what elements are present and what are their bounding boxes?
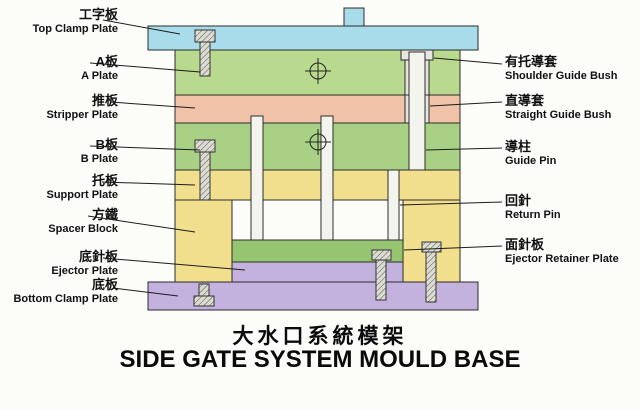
screw-hole-symbol-a-plate [305, 58, 331, 84]
label-support-plate-cn: 托板 [91, 173, 118, 188]
label-a-plate-en: A Plate [81, 69, 118, 82]
label-top-clamp-plate-en: Top Clamp Plate [32, 22, 118, 35]
label-support-plate: 托板 Support Plate [0, 173, 118, 202]
label-stripper-plate-en: Stripper Plate [46, 108, 118, 121]
leader-spacer-block [87, 215, 196, 233]
screw-head [193, 295, 215, 307]
label-ejector-plate-cn: 底針板 [78, 249, 118, 264]
label-return-pin-cn: 回針 [505, 193, 532, 208]
label-shoulder-guide-bush-cn: 有托導套 [505, 54, 558, 69]
leader-return-pin [399, 201, 503, 206]
leader-ejector-retainer-plate [403, 245, 503, 251]
leader-stripper-plate [109, 101, 196, 109]
label-support-plate-en: Support Plate [46, 188, 118, 201]
screw-ejector-center [371, 249, 392, 301]
screw-hole-symbol-b-plate [305, 129, 331, 155]
label-ejector-retainer-plate-en: Ejector Retainer Plate [505, 252, 619, 265]
label-ejector-retainer-plate-cn: 面針板 [505, 237, 545, 252]
screw-top-left [194, 29, 216, 77]
label-straight-guide-bush: 直導套 Straight Guide Bush [505, 93, 637, 122]
ejector-pin-right [320, 115, 334, 241]
label-spacer-block-cn: 方鐵 [91, 207, 118, 222]
screw-b-plate-left [194, 139, 216, 201]
leader-straight-guide-bush [429, 101, 503, 107]
leader-bottom-clamp-plate [112, 287, 179, 297]
leader-support-plate [101, 181, 196, 186]
label-guide-pin-cn: 導柱 [505, 139, 532, 154]
label-stripper-plate: 推板 Stripper Plate [0, 93, 118, 122]
label-bottom-clamp-plate-en: Bottom Clamp Plate [13, 292, 118, 305]
screw-bottom-left [193, 283, 215, 307]
screw-shaft [375, 259, 387, 301]
label-return-pin: 回針 Return Pin [505, 193, 637, 222]
screw-head [421, 241, 442, 253]
label-straight-guide-bush-en: Straight Guide Bush [505, 108, 612, 121]
label-b-plate-en: B Plate [80, 152, 118, 165]
label-straight-guide-bush-cn: 直導套 [505, 93, 545, 108]
leader-guide-pin [425, 147, 503, 151]
ejector-pin-left [250, 115, 264, 241]
screw-head [371, 249, 392, 261]
return-pin [387, 169, 400, 241]
label-stripper-plate-cn: 推板 [91, 93, 118, 108]
label-guide-pin: 導柱 Guide Pin [505, 139, 637, 168]
label-ejector-plate-en: Ejector Plate [51, 264, 118, 277]
leader-shoulder-guide-bush [433, 57, 503, 65]
label-bottom-clamp-plate: 底板 Bottom Clamp Plate [0, 277, 118, 306]
label-b-plate-cn: B板 [95, 137, 118, 152]
support-plate [174, 169, 461, 201]
screw-head [194, 29, 216, 43]
sprue-bush-block [343, 7, 365, 27]
label-a-plate: A板 A Plate [0, 54, 118, 83]
label-spacer-block-en: Spacer Block [48, 222, 118, 235]
label-return-pin-en: Return Pin [505, 208, 561, 221]
leader-ejector-plate [102, 257, 246, 271]
label-spacer-block: 方鐵 Spacer Block [0, 207, 118, 236]
spacer-block-left [174, 199, 233, 283]
screw-shaft [199, 151, 211, 201]
leader-a-plate [89, 62, 201, 73]
guide-pin [408, 51, 426, 171]
label-shoulder-guide-bush: 有托導套 Shoulder Guide Bush [505, 54, 637, 83]
leader-lines [87, 19, 503, 297]
label-b-plate: B板 B Plate [0, 137, 118, 166]
label-shoulder-guide-bush-en: Shoulder Guide Bush [505, 69, 618, 82]
screw-shaft [199, 41, 211, 77]
title-chinese: 大水口系統模架 [232, 325, 408, 348]
title-english: SIDE GATE SYSTEM MOULD BASE [119, 346, 521, 373]
label-top-clamp-plate: 工字板 Top Clamp Plate [0, 7, 118, 36]
label-a-plate-cn: A板 [95, 54, 118, 69]
label-guide-pin-en: Guide Pin [505, 154, 557, 167]
label-ejector-plate: 底針板 Ejector Plate [0, 249, 118, 278]
screw-shaft [425, 251, 437, 303]
label-top-clamp-plate-cn: 工字板 [78, 7, 118, 22]
leader-b-plate [89, 145, 201, 151]
label-bottom-clamp-plate-cn: 底板 [91, 277, 118, 292]
leader-top-clamp-plate [102, 19, 181, 35]
label-ejector-retainer-plate: 面針板 Ejector Retainer Plate [505, 237, 637, 266]
screw-bottom-right [421, 241, 442, 303]
